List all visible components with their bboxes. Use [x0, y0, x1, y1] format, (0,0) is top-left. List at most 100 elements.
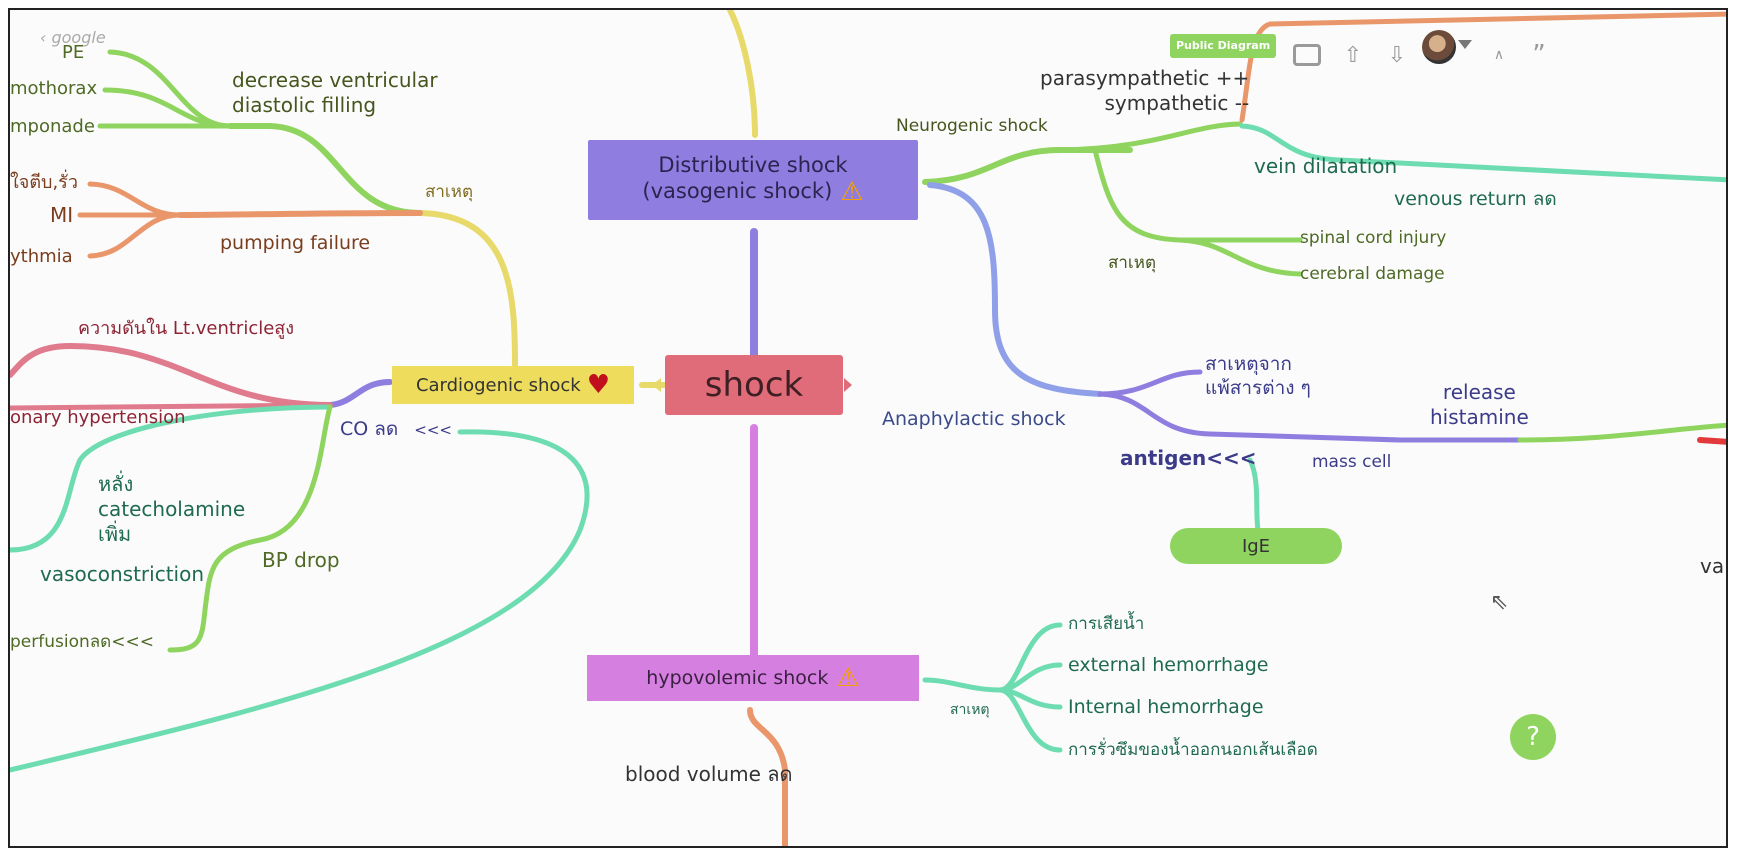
avatar[interactable] [1422, 30, 1456, 64]
allergen-label[interactable]: สาเหตุจาก แพ้สารต่าง ๆ [1205, 353, 1311, 401]
connector-cerebral [1177, 237, 1303, 277]
connector-dist-anaph [927, 182, 1103, 397]
download-button[interactable]: ⇩ [1382, 40, 1412, 70]
connector-arrhythmia [87, 212, 183, 259]
leak-label[interactable]: การรั่วซึมของน้ำออกนอกเส้นเลือด [1068, 740, 1318, 760]
hypovolemic-title: hypovolemic shock [646, 667, 829, 689]
collapse-button[interactable]: ∧ [1484, 40, 1514, 70]
catecholamine-label[interactable]: หลั่ง catecholamine เพิ่ม [98, 472, 245, 547]
back-button[interactable]: ‹ google [40, 28, 106, 47]
perfusion-label[interactable]: perfusionลด<<< [10, 632, 154, 652]
cerebral-label[interactable]: cerebral damage [1300, 264, 1445, 284]
hypo-cause-label[interactable]: สาเหตุ [950, 702, 990, 718]
connector-cardio-cause [417, 210, 518, 368]
warning-icon: ⚠ [840, 177, 864, 207]
pe-label[interactable]: PE [62, 42, 85, 63]
connector-external [997, 662, 1063, 693]
pumping-failure-label[interactable]: pumping failure [220, 232, 371, 254]
connector-pe [107, 49, 233, 129]
lv-pressure-label[interactable]: ความดันใน Lt.ventricleสูง [78, 318, 295, 339]
connector-right-red [1697, 437, 1726, 445]
co-text: CO ลด [340, 418, 399, 440]
connector-hypo-cause [922, 677, 1003, 693]
spinal-cord-label[interactable]: spinal cord injury [1300, 228, 1447, 248]
catechol-line3: เพิ่ม [98, 522, 132, 546]
mindmap-canvas[interactable]: ‹ google Public Diagram ⇧ ⇩ ∧ ” shock Di… [8, 8, 1728, 848]
ige-label: IgE [1241, 535, 1271, 557]
neurogenic-label[interactable]: Neurogenic shock [896, 116, 1048, 136]
neuro-cause-label[interactable]: สาเหตุ [1108, 253, 1156, 273]
connector-ige [1247, 457, 1261, 533]
decrease-line2: diastolic filling [232, 93, 377, 117]
distributive-subtitle: (vasogenic shock) [642, 179, 833, 203]
pneumothorax-label[interactable]: mothorax [10, 78, 98, 99]
connector-valve [87, 181, 183, 218]
connector-cardio-co [327, 379, 393, 408]
connector-co-lv [10, 342, 333, 408]
decrease-filling-label[interactable]: decrease ventricular diastolic filling [232, 68, 438, 118]
mouse-cursor-icon: ⇖ [1490, 590, 1509, 615]
upload-icon: ⇧ [1343, 42, 1363, 68]
connector-neuro-para [1057, 121, 1243, 153]
mi-label[interactable]: MI [50, 203, 74, 227]
avatar-dropdown-icon[interactable] [1458, 40, 1472, 49]
mass-cell-label[interactable]: mass cell [1312, 452, 1392, 472]
caret-up-icon: ∧ [1493, 47, 1505, 63]
vasoconstriction-label[interactable]: vasoconstriction [40, 562, 205, 586]
venous-return-label[interactable]: venous return ลด [1394, 188, 1557, 210]
expand-right-icon[interactable] [844, 378, 852, 392]
tamponade-label[interactable]: mponade [10, 116, 95, 137]
distributive-title: Distributive shock [658, 153, 848, 177]
upload-button[interactable]: ⇧ [1338, 40, 1368, 70]
co-label[interactable]: CO ลด <<< [340, 418, 452, 442]
download-icon: ⇩ [1387, 42, 1407, 68]
vein-dilatation-label[interactable]: vein dilatation [1254, 154, 1398, 178]
ige-node[interactable]: IgE [1170, 528, 1342, 564]
hypovolemic-node[interactable]: hypovolemic shock ⚠ [587, 655, 919, 701]
bp-drop-label[interactable]: BP drop [262, 548, 340, 572]
center-node[interactable]: shock [665, 355, 843, 415]
catechol-line2: catecholamine [98, 497, 246, 521]
catechol-line1: หลั่ง [98, 472, 134, 496]
external-hemorrhage-label[interactable]: external hemorrhage [1068, 654, 1269, 676]
center-label: shock [704, 365, 804, 405]
cardiogenic-node[interactable]: Cardiogenic shock ♥ [392, 366, 634, 404]
parasympathetic-label[interactable]: parasympathetic ++ sympathetic -- [1040, 66, 1249, 116]
sympathetic-text: sympathetic -- [1104, 91, 1250, 115]
connector-hypo-volume [747, 707, 788, 846]
quote-icon: ” [1532, 40, 1546, 70]
expand-left-icon[interactable] [652, 378, 661, 392]
arrhythmia-label[interactable]: ythmia [10, 246, 73, 267]
co-arrows: <<< [414, 421, 453, 439]
connector-vein [1239, 123, 1726, 183]
distributive-node[interactable]: Distributive shock (vasogenic shock) ⚠ [588, 140, 918, 220]
connector-co-bp [167, 404, 333, 653]
distributive-subtitle-row: (vasogenic shock) ⚠ [642, 177, 863, 207]
help-button[interactable]: ? [1510, 714, 1556, 760]
connector-co-loop [10, 429, 590, 773]
connector-cause-pumping [177, 210, 423, 218]
connector-water [997, 622, 1063, 693]
cardio-cause-label[interactable]: สาเหตุ [425, 182, 473, 202]
connector-cause-decrease [227, 123, 423, 216]
release-histamine-label[interactable]: release histamine [1430, 380, 1529, 430]
release-line1: release [1442, 380, 1516, 404]
parasympathetic-text: parasympathetic ++ [1040, 66, 1250, 90]
valve-label[interactable]: ใจตีบ,รั่ว [10, 172, 78, 193]
decrease-line1: decrease ventricular [232, 68, 438, 92]
monitor-icon [1293, 44, 1321, 66]
internal-hemorrhage-label[interactable]: Internal hemorrhage [1068, 696, 1264, 718]
release-line2: histamine [1430, 405, 1529, 429]
blood-volume-label[interactable]: blood volume ลด [625, 762, 793, 786]
water-loss-label[interactable]: การเสียน้ำ [1068, 614, 1145, 634]
va-label[interactable]: va [1700, 554, 1725, 578]
connector-neuro-cause [1092, 147, 1303, 243]
connector-anaph-allergen [1097, 369, 1203, 397]
public-diagram-badge[interactable]: Public Diagram [1170, 34, 1277, 58]
anaphylactic-label[interactable]: Anaphylactic shock [882, 408, 1066, 430]
quote-button[interactable]: ” [1524, 40, 1554, 70]
antigen-label[interactable]: antigen<<< [1120, 446, 1257, 470]
pulmonary-label[interactable]: onary hypertension [10, 407, 186, 428]
help-icon: ? [1526, 722, 1540, 752]
present-button[interactable] [1292, 40, 1322, 70]
